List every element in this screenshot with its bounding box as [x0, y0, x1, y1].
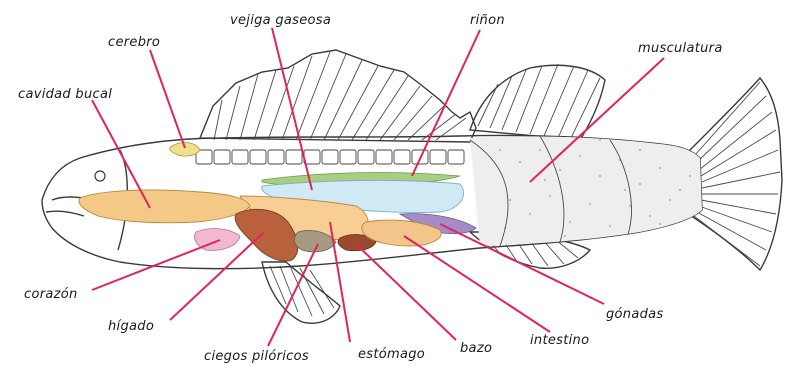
- label-intestino: intestino: [530, 333, 589, 348]
- label-rinon: riñon: [470, 13, 505, 28]
- leader-cerebro: [150, 50, 185, 148]
- pelvic-fin: [262, 262, 340, 323]
- label-higado: hígado: [108, 319, 154, 334]
- label-estomago: estómago: [358, 347, 425, 362]
- fish-illustration: [42, 50, 782, 323]
- label-bazo: bazo: [460, 341, 492, 356]
- leader-intestino: [404, 236, 550, 332]
- cerebro-organ: [170, 143, 200, 157]
- leader-vejiga-gaseosa: [272, 28, 312, 190]
- label-musculatura: musculatura: [638, 41, 723, 56]
- label-ciegos-piloricos: ciegos pilóricos: [204, 349, 309, 364]
- cavidad-bucal-organ: [79, 190, 250, 223]
- label-vejiga-gaseosa: vejiga gaseosa: [230, 13, 331, 28]
- leader-corazon: [92, 240, 220, 290]
- leader-bazo: [356, 244, 456, 340]
- label-cerebro: cerebro: [108, 35, 160, 50]
- caudal-fin: [690, 78, 782, 270]
- soft-dorsal-fin: [470, 64, 605, 140]
- label-cavidad-bucal: cavidad bucal: [18, 87, 112, 102]
- label-gonadas: gónadas: [606, 307, 664, 322]
- label-corazon: corazón: [24, 287, 78, 302]
